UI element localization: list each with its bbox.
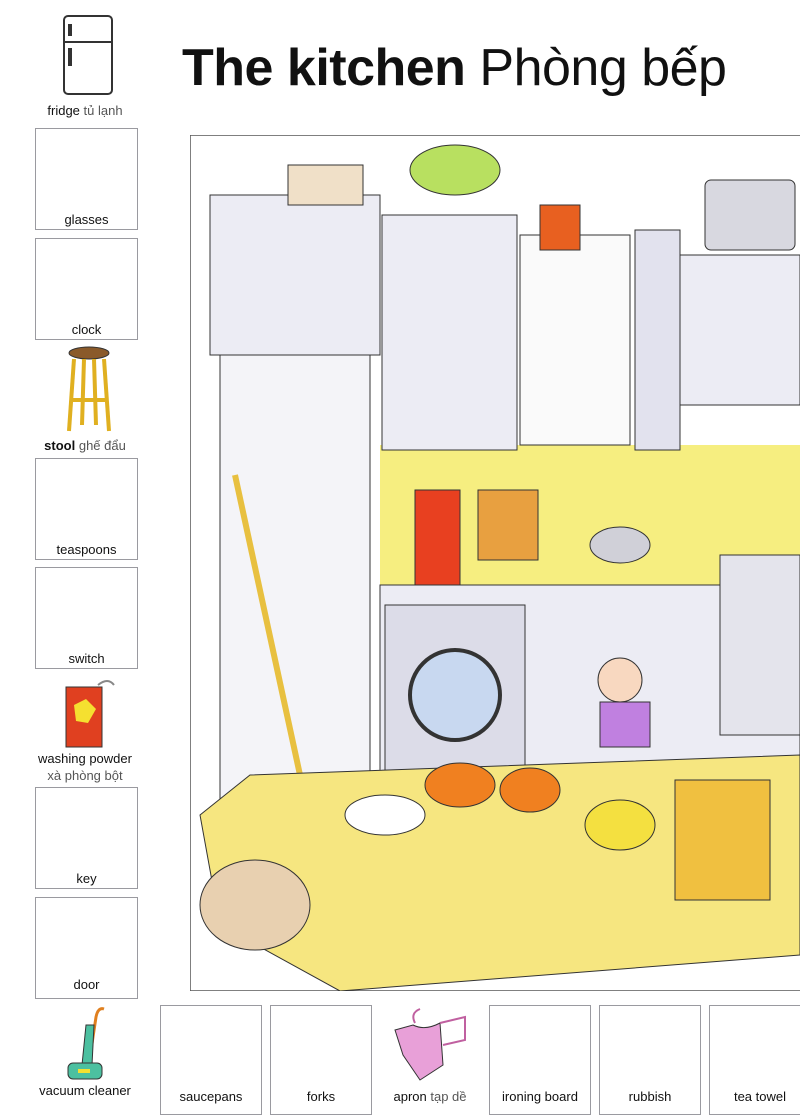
picture-box-key [35,787,138,889]
title-vi: Phòng bếp [479,39,727,97]
picture-box-teaspoons [35,458,138,560]
label-washing-powder-vi: xà phòng bột [47,768,123,783]
broom-cupboard [219,354,371,806]
picture-box-forks [270,1005,372,1115]
cupboard-door [381,214,518,451]
pot [704,179,796,251]
bread [199,859,311,951]
picture-box-clock [35,238,138,340]
cupboard-left [209,194,381,356]
title-en: The kitchen [182,39,466,97]
stool-icon [67,346,111,432]
picture-box-switch [35,567,138,669]
picture-box-saucepans [160,1005,262,1115]
label-washing-powder: washing powder [38,751,132,766]
cupboard-right [679,254,800,406]
girl [597,657,643,703]
label-rubbish: rubbish [628,1089,672,1104]
label-key: key [76,871,97,886]
apron-icon [394,1008,466,1081]
kitchen-illustration [190,135,800,991]
cooker [719,554,800,736]
washing-powder-icon [65,680,115,748]
bowl [409,144,501,196]
label-glasses: glasses [64,212,109,227]
label-stool: stool ghế đẩu [44,438,126,453]
label-tea-towel: tea towel [733,1089,787,1104]
label-fridge: fridge tủ lạnh [47,103,123,118]
label-teaspoons: teaspoons [56,542,117,557]
label-saucepans: saucepans [179,1089,243,1104]
fridge-icon [63,15,113,95]
open-shelves [519,234,631,446]
picture-box-door [35,897,138,999]
label-clock: clock [71,322,102,337]
picture-box-glasses [35,128,138,230]
label-ironing-board: ironing board [502,1089,578,1104]
label-vacuum-cleaner: vacuum cleaner [39,1083,131,1098]
cutlery-tray [674,779,771,901]
label-apron: apron tạp dề [393,1089,467,1104]
label-forks: forks [306,1089,336,1104]
page-title: The kitchen Phòng bếp [182,38,727,98]
kettle [589,526,651,564]
vacuum-cleaner-icon [67,1007,105,1080]
picture-box-tea-towel [709,1005,800,1115]
label-switch: switch [68,651,105,666]
label-door: door [73,977,100,992]
